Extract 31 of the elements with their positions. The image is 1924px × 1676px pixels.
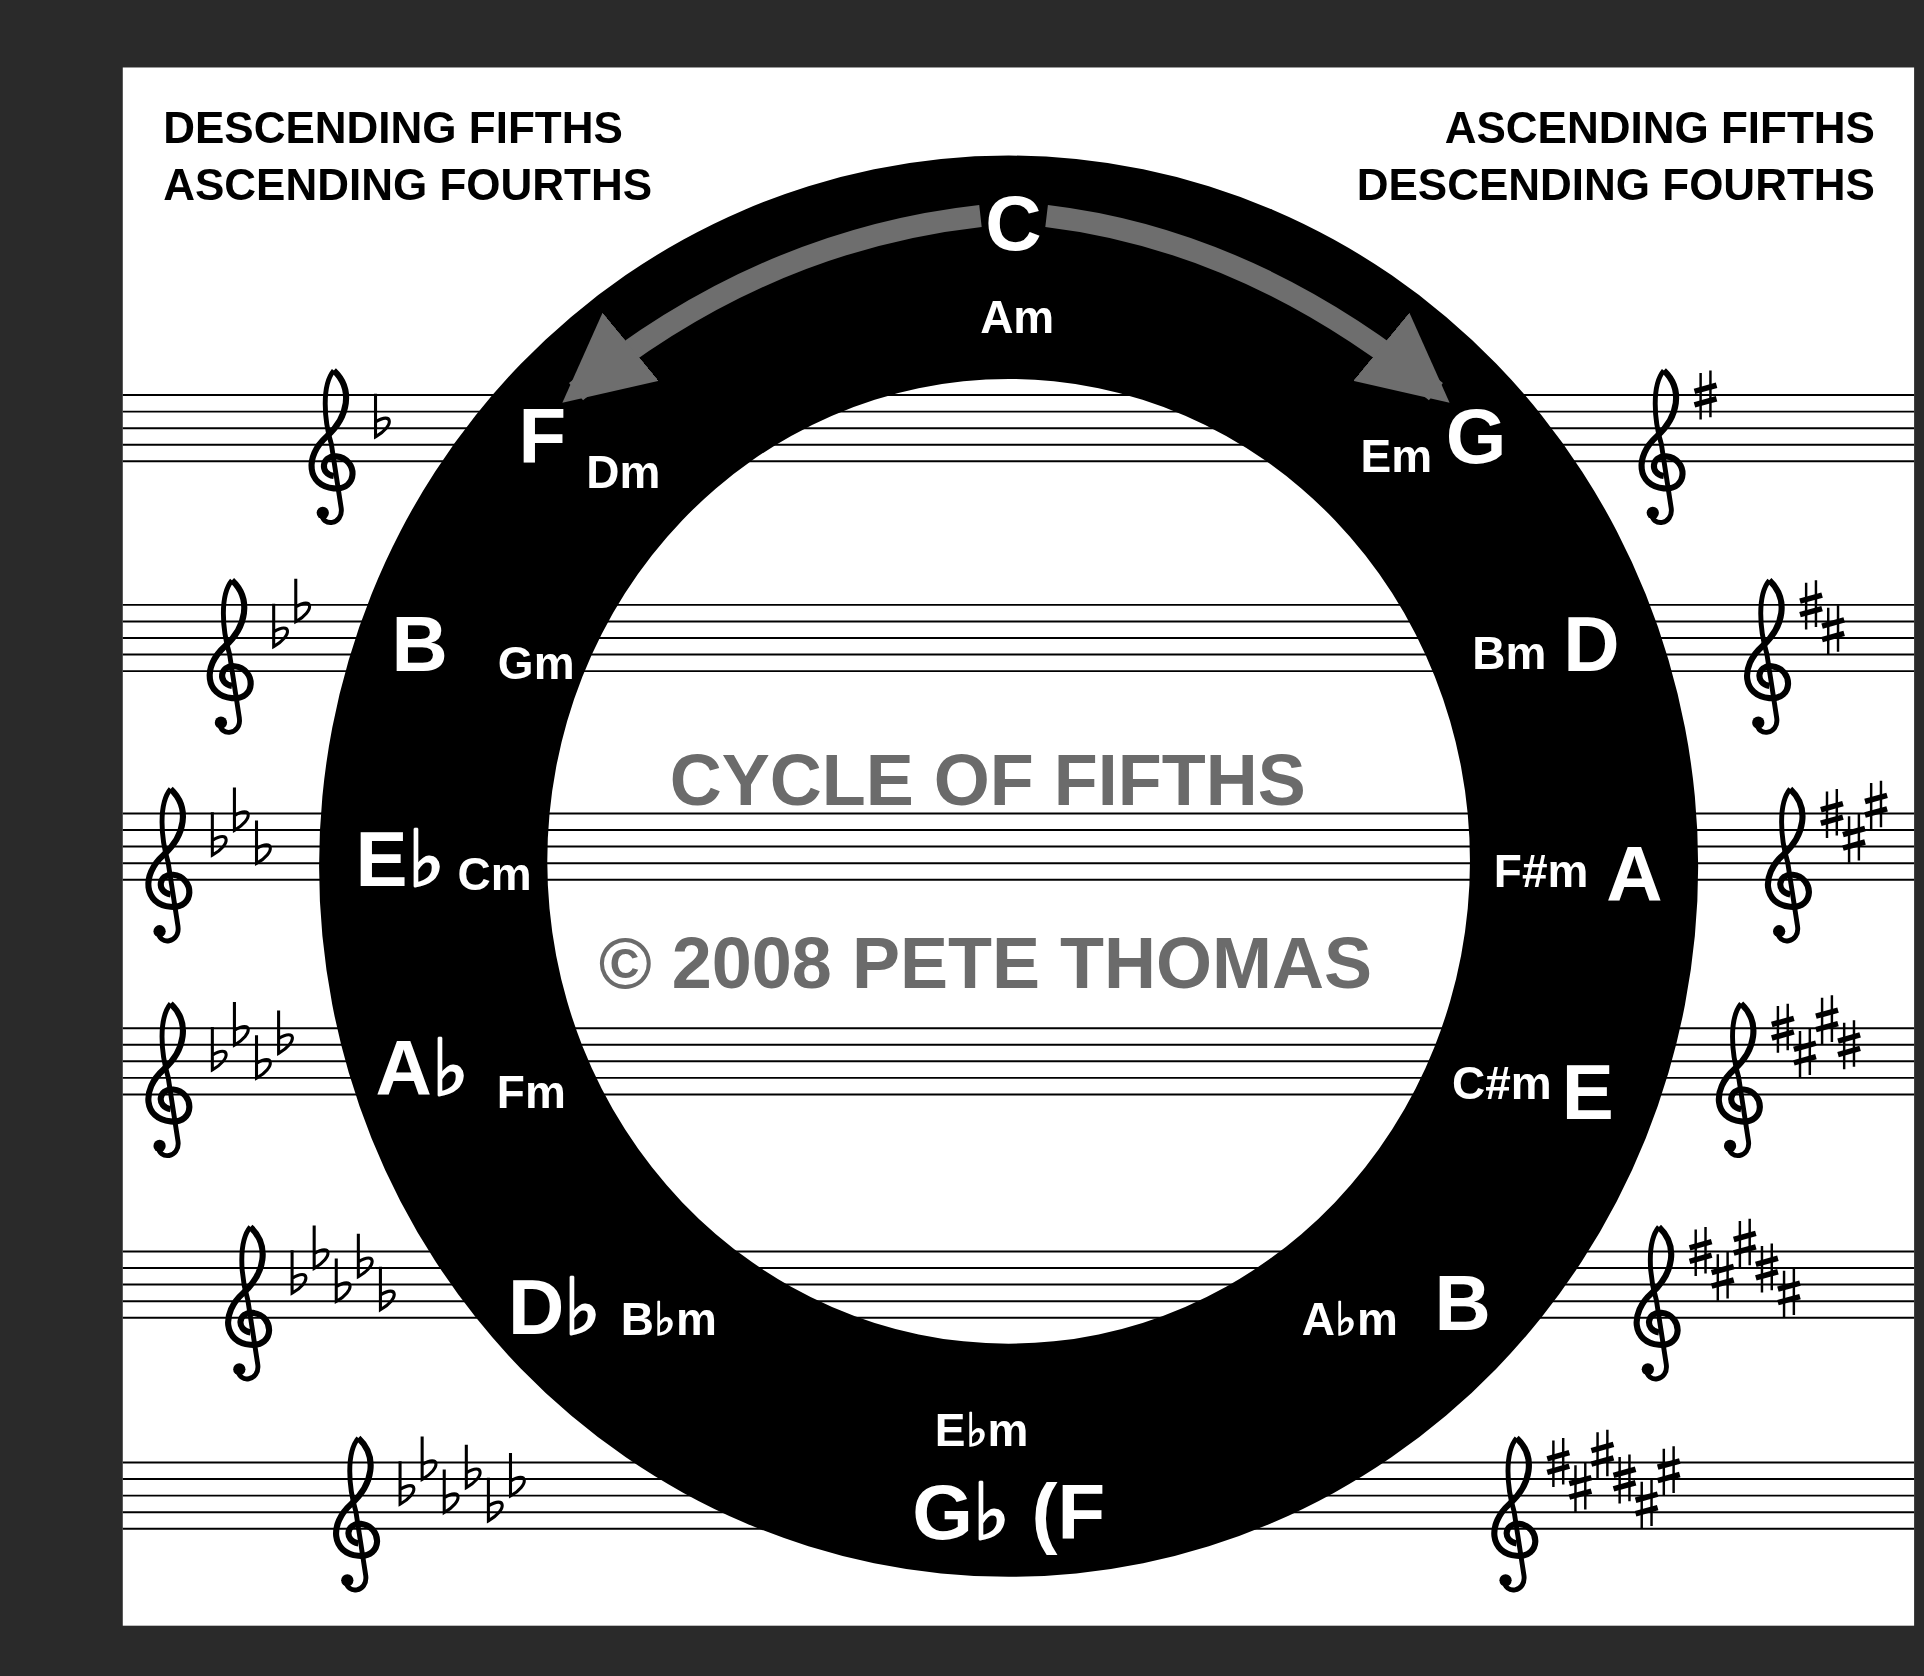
diagram-title: CYCLE OF FIFTHS <box>669 744 1306 817</box>
minor-key-label: Bm <box>1472 629 1547 676</box>
minor-key-label: B♭m <box>620 1296 717 1343</box>
minor-key-label: C#m <box>1452 1060 1552 1107</box>
major-key-label: D <box>1563 605 1620 684</box>
direction-heading: DESCENDING FIFTHS <box>163 105 623 150</box>
major-key-label: F <box>518 396 567 475</box>
direction-heading: ASCENDING FIFTHS <box>1444 105 1875 150</box>
minor-key-label: Fm <box>496 1069 566 1116</box>
minor-key-label: Am <box>980 293 1055 340</box>
major-key-label: A♭ <box>375 1028 469 1107</box>
minor-key-label: Dm <box>586 449 661 496</box>
minor-key-label: E♭m <box>934 1406 1029 1453</box>
major-key-label: A <box>1606 834 1663 913</box>
minor-key-label: A♭m <box>1301 1296 1398 1343</box>
curved-arrow <box>562 205 982 403</box>
minor-key-label: Cm <box>457 850 532 897</box>
minor-key-label: F#m <box>1493 848 1589 895</box>
curved-arrow <box>1045 205 1450 403</box>
direction-heading: ASCENDING FOURTHS <box>163 163 653 208</box>
direction-heading: DESCENDING FOURTHS <box>1356 163 1875 208</box>
major-key-label: G <box>1445 396 1507 475</box>
major-key-label: B <box>1434 1264 1491 1343</box>
major-key-label: B <box>391 605 448 684</box>
major-key-label: E <box>1561 1053 1614 1132</box>
minor-key-label: Em <box>1360 433 1433 480</box>
major-key-label: D♭ <box>507 1267 602 1346</box>
major-key-label: C <box>985 184 1042 263</box>
minor-key-label: Gm <box>497 639 575 686</box>
copyright-text: © 2008 PETE THOMAS <box>598 927 1372 1000</box>
major-key-label: E♭ <box>355 819 445 898</box>
